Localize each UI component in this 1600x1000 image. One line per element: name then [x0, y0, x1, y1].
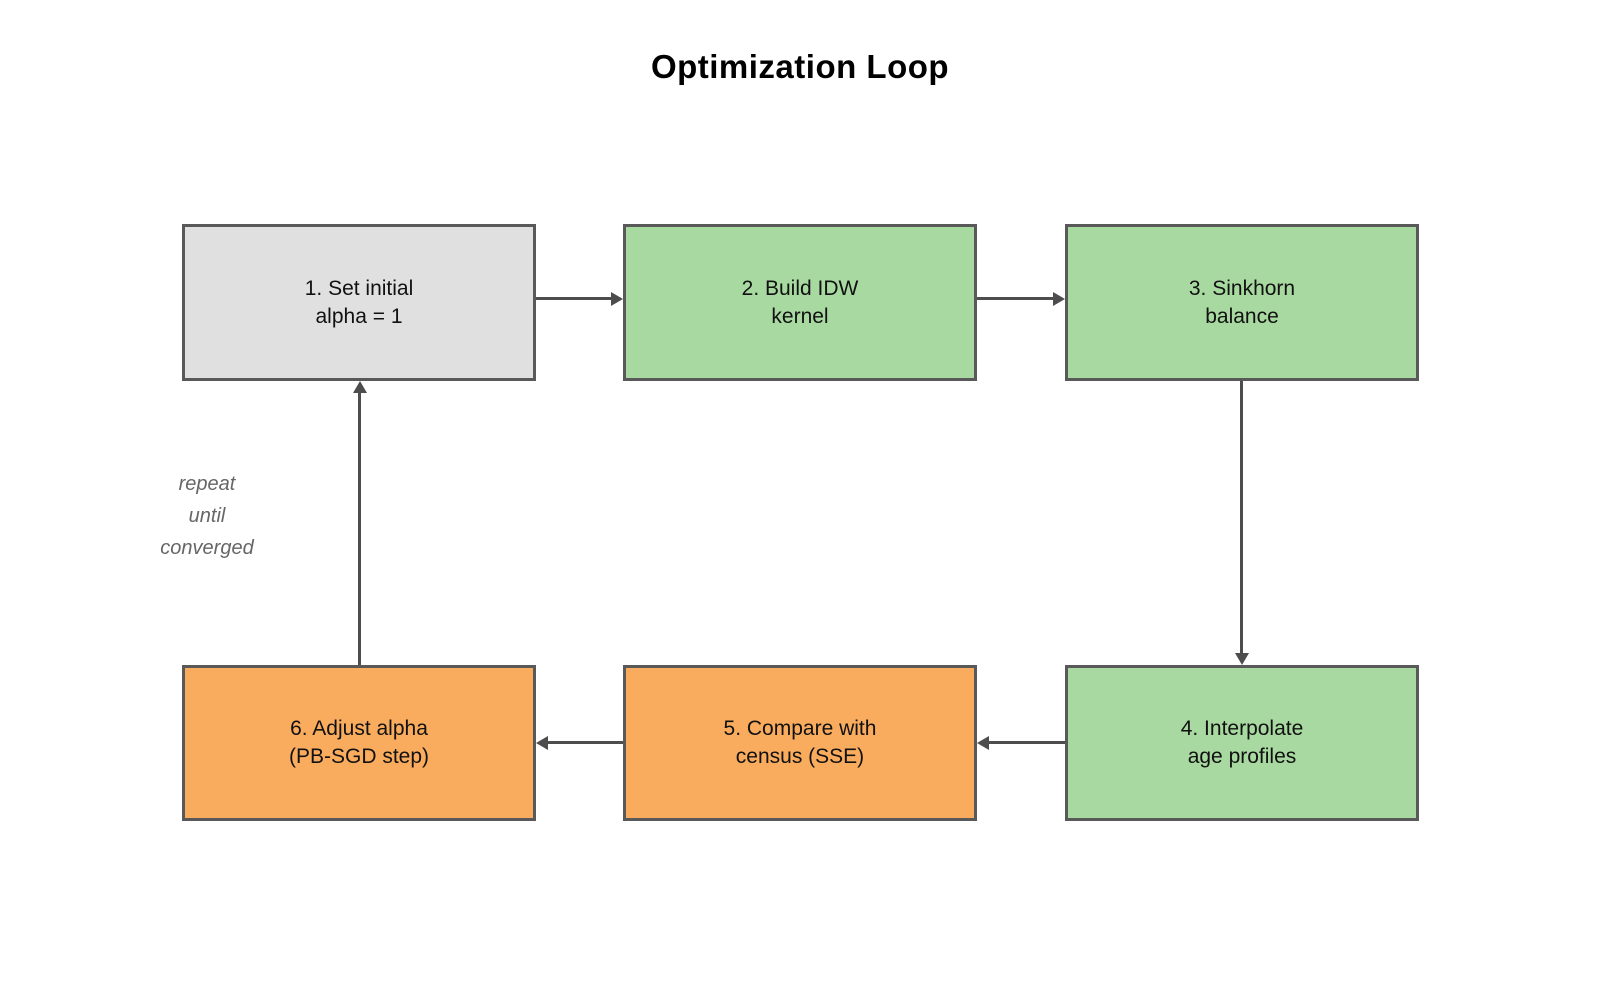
- arrow-step1-to-step2-line: [536, 297, 612, 300]
- arrow-step2-to-step3-line: [977, 297, 1054, 300]
- flow-step-2-label-line2: kernel: [771, 304, 829, 328]
- flow-step-1-box: 1. Set initial alpha = 1: [182, 224, 536, 381]
- loop-annotation-line2: until: [188, 505, 226, 527]
- flow-step-6-label-line2: (PB-SGD step): [288, 745, 430, 768]
- flow-step-6-box: 6. Adjust alpha (PB-SGD step): [182, 665, 536, 821]
- arrow-right-icon: [1053, 291, 1065, 306]
- loop-annotation-line3: converged: [160, 537, 254, 559]
- arrow-step3-to-step4-line: [1240, 381, 1243, 654]
- flow-step-5-box: 5. Compare with census (SSE): [623, 665, 977, 821]
- flow-step-4-label-line1: 4. Interpolate: [1180, 717, 1304, 740]
- arrow-up-icon: [352, 381, 367, 393]
- diagram-title: Optimization Loop: [650, 48, 950, 85]
- loop-annotation: repeat until converged: [142, 468, 272, 564]
- flow-step-3-box: 3. Sinkhorn balance: [1065, 224, 1419, 381]
- flow-step-4-label-line2: age profiles: [1187, 745, 1297, 768]
- flow-step-6-label-line1: 6. Adjust alpha: [290, 717, 428, 740]
- arrow-left-icon: [536, 735, 548, 750]
- flow-step-1-label-line2: alpha = 1: [315, 304, 403, 328]
- flow-step-5-label-line1: 5. Compare with: [723, 717, 877, 740]
- flow-step-5-label-line2: census (SSE): [735, 745, 865, 768]
- arrow-step4-to-step5-line: [989, 741, 1065, 744]
- flow-step-3-label-line2: balance: [1205, 304, 1279, 328]
- flow-step-3-label-line1: 3. Sinkhorn: [1188, 276, 1296, 300]
- flow-step-2-label-line1: 2. Build IDW: [741, 276, 859, 300]
- arrow-left-icon: [977, 735, 989, 750]
- flow-step-2-box: 2. Build IDW kernel: [623, 224, 977, 381]
- flow-step-4-box: 4. Interpolate age profiles: [1065, 665, 1419, 821]
- arrow-step6-to-step1-line: [358, 392, 361, 665]
- loop-annotation-line1: repeat: [178, 473, 236, 495]
- arrow-right-icon: [611, 291, 623, 306]
- flow-step-1-label-line1: 1. Set initial: [304, 276, 414, 300]
- arrow-step5-to-step6-line: [548, 741, 623, 744]
- arrow-down-icon: [1234, 653, 1249, 665]
